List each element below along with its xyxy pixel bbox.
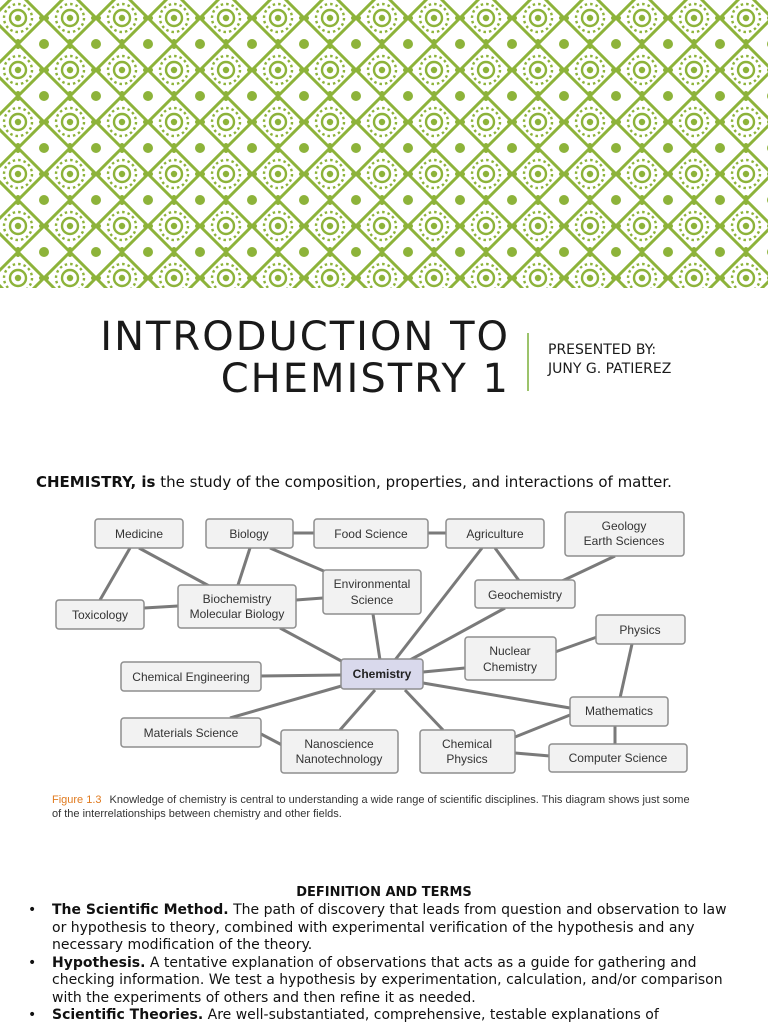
edge-chem-materials [229,683,346,720]
definition-scientific-theories: Are well-substantiated, comprehensive, t… [203,1007,659,1023]
edge-chem-chemphys [403,688,445,732]
diagram-node-environmental-science: Environmental Science [322,569,422,615]
node-label-mathematics: Mathematics [585,704,653,718]
title-line-1: INTRODUCTION TO [100,314,510,360]
presented-by-label: PRESENTED BY: [548,342,657,358]
diagram-node-medicine: Medicine [94,518,184,549]
edge-agriculture-chem [393,547,484,661]
node-label-biology: Biology [229,527,268,541]
edge-medicine-toxicology [98,547,132,601]
node-label-geology-2: Earth Sciences [584,534,665,548]
edge-nuclear-chem [422,666,466,674]
diagram-node-chemistry-center: Chemistry [340,658,424,690]
node-label-biochem-1: Biochemistry [203,592,272,606]
term-scientific-method: The Scientific Method. [52,902,229,918]
node-label-toxicology: Toxicology [72,608,128,622]
node-label-chem-phys-2: Physics [446,752,487,766]
edge-agriculture-geochem [493,547,522,583]
node-label-nuclear-2: Chemistry [483,660,537,674]
node-label-nano-1: Nanoscience [304,737,374,751]
node-label-biochem-2: Molecular Biology [190,607,285,621]
diagram-node-agriculture: Agriculture [445,518,545,549]
edge-biochem-env [295,596,324,602]
edge-biochem-chem [279,626,346,665]
definitions-list: • The Scientific Method. The path of dis… [28,902,728,1025]
definition-hypothesis: A tentative explanation of observations … [52,954,723,1006]
presenter-name: JUNY G. PATIEREZ [548,361,672,377]
node-label-geochemistry: Geochemistry [488,588,562,602]
node-label-env-1: Environmental [334,577,411,591]
diagram-node-materials-science: Materials Science [120,717,262,748]
node-label-physics: Physics [619,623,660,637]
chemistry-definition: CHEMISTRY, is the study of the compositi… [36,473,672,491]
edge-nuclear-physics [554,635,598,654]
node-label-chemistry: Chemistry [353,667,412,681]
edge-chem-chemeng [259,673,342,678]
decorative-pattern-banner [0,0,768,288]
edge-chem-nano [338,689,377,731]
node-label-materials: Materials Science [144,726,239,740]
diagram-node-chemical-engineering: Chemical Engineering [120,661,262,692]
diagram-node-biochemistry: Biochemistry Molecular Biology [177,584,297,629]
bullet-icon: • [28,1007,37,1023]
edge-chemphys-math [514,713,571,739]
edge-physics-math [618,643,634,699]
diagram-node-geochemistry: Geochemistry [474,579,576,609]
diagram-node-mathematics: Mathematics [569,696,669,727]
diagram-node-computer-science: Computer Science [548,743,688,773]
diagram-edges [98,531,634,758]
diagram-node-biology: Biology [205,518,294,549]
figure-label: Figure 1.3 [52,794,102,806]
chemistry-relationship-diagram: Medicine Biology Food Science Agricultur… [55,511,688,774]
bullet-icon: • [28,954,37,971]
diagram-node-nuclear-chemistry: Nuclear Chemistry [464,636,557,681]
edge-env-chem [371,613,382,661]
figure-caption-text: Knowledge of chemistry is central to und… [52,794,690,820]
definitions-heading: DEFINITION AND TERMS [296,885,472,900]
node-label-nuclear-1: Nuclear [489,644,530,658]
presenter-block: PRESENTED BY: JUNY G. PATIEREZ [548,341,671,379]
list-item: • The Scientific Method. The path of dis… [28,902,728,955]
edge-chem-math [422,681,571,710]
node-label-geology-1: Geology [602,519,647,533]
node-label-env-2: Science [351,593,394,607]
list-item: • Scientific Theories. Are well-substant… [28,1007,728,1025]
node-label-nano-2: Nanotechnology [296,752,383,766]
edge-geochem-chem [409,606,506,662]
diagram-node-chemical-physics: Chemical Physics [419,729,516,774]
edge-materials-nano [260,732,283,747]
title-divider [527,333,529,391]
diagram-node-nanoscience: Nanoscience Nanotechnology [280,729,399,774]
node-label-medicine: Medicine [115,527,163,541]
title-line-2: CHEMISTRY 1 [220,356,510,402]
diagram-node-physics: Physics [595,614,686,645]
term-scientific-theories: Scientific Theories. [52,1007,204,1023]
list-item: • Hypothesis. A tentative explanation of… [28,955,728,1008]
term-hypothesis: Hypothesis. [52,954,146,971]
edge-geology-geochem [559,554,616,584]
chemistry-term: CHEMISTRY, is [36,473,156,491]
diagram-node-geology: Geology Earth Sciences [564,511,685,557]
node-label-chem-phys-1: Chemical [442,737,492,751]
node-label-chem-eng: Chemical Engineering [132,670,249,684]
definition-scientific-method: The path of discovery that leads from qu… [52,902,727,953]
edge-toxicology-biochem [143,604,179,610]
node-label-agriculture: Agriculture [466,527,524,541]
edge-chemphys-cs [514,751,551,758]
diagram-node-food-science: Food Science [313,518,429,549]
bullet-icon: • [28,902,37,918]
chemistry-definition-text: the study of the composition, properties… [155,473,672,491]
slide-title: INTRODUCTION TO CHEMISTRY 1 [40,316,510,400]
node-label-computer-science: Computer Science [569,751,668,765]
node-label-food-science: Food Science [334,527,408,541]
edge-biology-biochem [236,547,252,586]
diagram-node-toxicology: Toxicology [55,599,145,630]
